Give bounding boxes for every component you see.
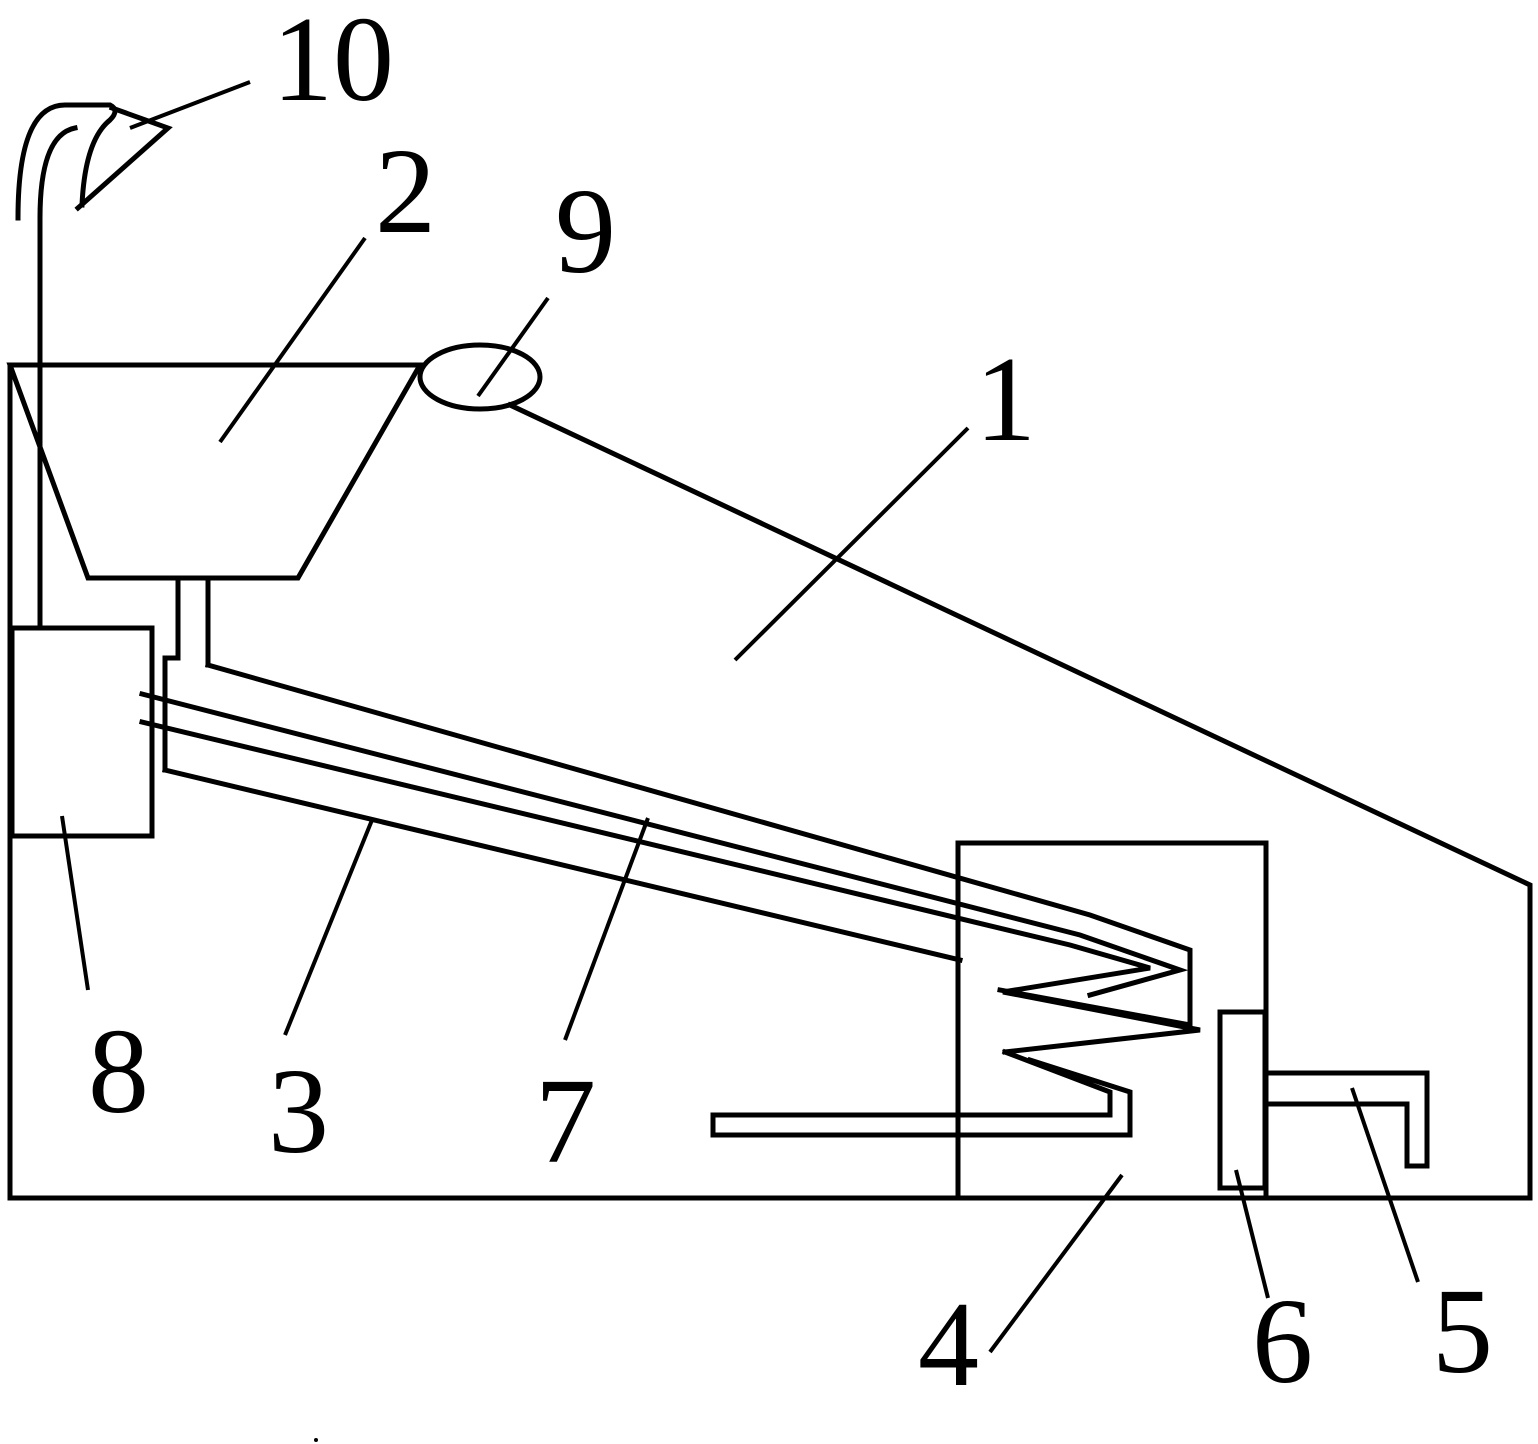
coil-lower <box>710 1048 1133 1138</box>
label-8: 8 <box>88 1004 149 1139</box>
housing-outline <box>7 362 1533 1201</box>
label-10: 10 <box>272 0 394 127</box>
leader-8 <box>60 815 90 991</box>
label-9: 9 <box>555 164 616 299</box>
leader-2 <box>218 236 367 444</box>
outlet-pipe <box>1263 1070 1430 1169</box>
label-5: 5 <box>1432 1264 1493 1399</box>
hopper <box>6 362 425 581</box>
leader-4 <box>988 1173 1124 1354</box>
upper-pipe-a <box>138 690 1189 999</box>
float-ball <box>417 342 543 412</box>
leader-3 <box>283 819 374 1036</box>
label-1: 1 <box>975 332 1036 467</box>
label-7: 7 <box>535 1054 596 1189</box>
nozzle-cap <box>74 104 173 212</box>
leader-5 <box>1350 1087 1420 1283</box>
label-3: 3 <box>268 1044 329 1179</box>
label-2: 2 <box>375 124 436 259</box>
vent-pipe <box>15 102 118 221</box>
vent-pipe-inner <box>37 125 78 368</box>
pump-box <box>9 625 155 839</box>
leader-6 <box>1234 1169 1270 1299</box>
leader-1 <box>733 426 970 662</box>
lower-pipe <box>161 766 964 964</box>
element <box>1217 1009 1268 1191</box>
leader-9 <box>476 296 550 398</box>
leader-10 <box>129 80 251 130</box>
label-4: 4 <box>918 1277 979 1412</box>
hopper-outlet-pipe <box>162 575 181 773</box>
leader-7 <box>563 817 650 1041</box>
upper-pipe-b <box>138 718 1201 1055</box>
speck-mark <box>314 1438 318 1442</box>
label-6: 6 <box>1252 1274 1313 1409</box>
